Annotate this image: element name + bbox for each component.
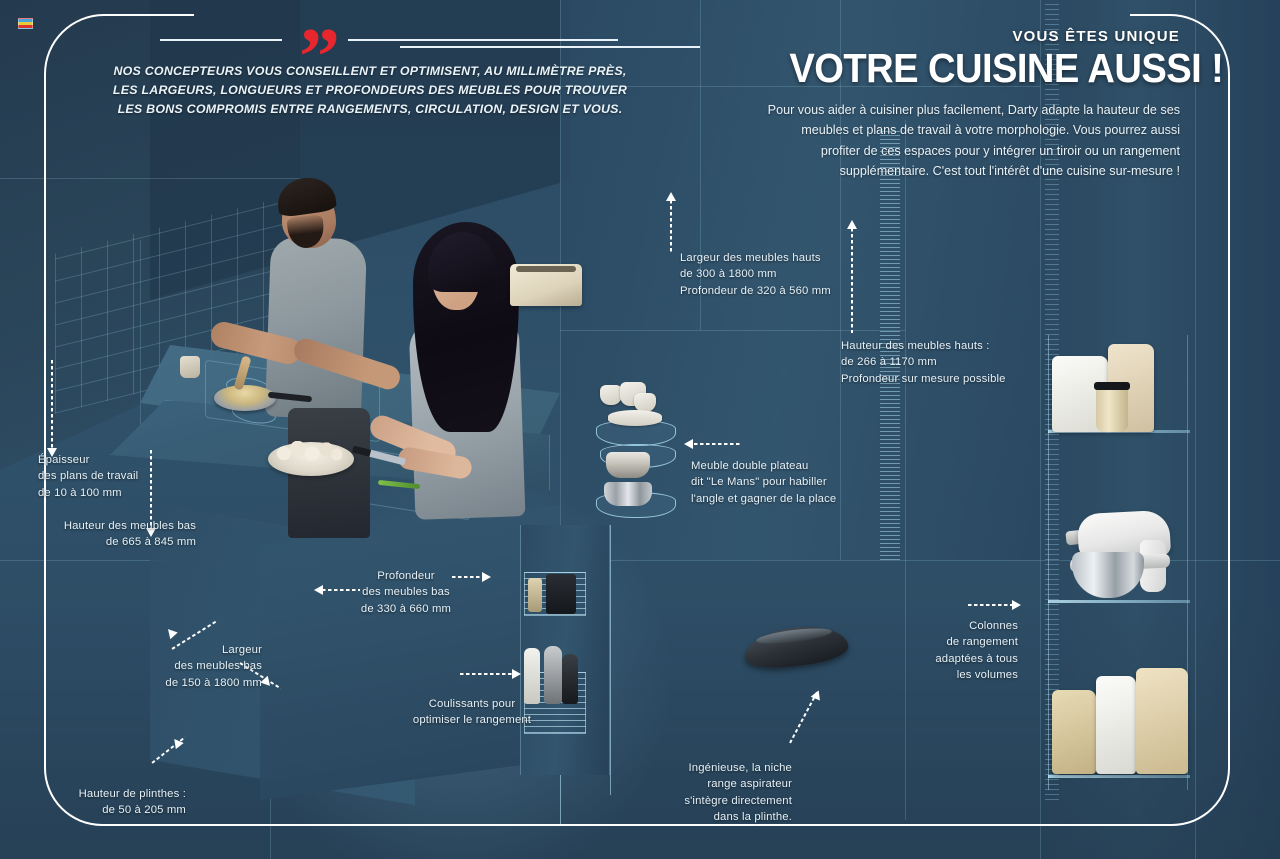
callout-hauteur-meubles-hauts: Hauteur des meubles hauts : de 266 à 117… [841,340,1006,385]
frame-edge-right [1228,130,1230,770]
mushrooms [276,440,342,462]
callout-hauteur-meubles-bas: Hauteur des meubles bas de 665 à 845 mm [63,520,196,549]
leader-arrow-largeur-hauts [666,192,676,201]
header-kicker: VOUS ÊTES UNIQUE [1012,28,1180,45]
guide-line [1195,0,1196,859]
callout-colonnes-rangement: Colonnes de rangement adaptées à tous le… [935,620,1018,682]
leader-arrow-epaisseur [47,448,57,457]
leader-line-profondeur-right [452,576,482,578]
leader-arrow-profondeur-right [482,572,491,582]
guide-line [560,560,905,561]
quote-mark-icon: ” [299,11,340,102]
woman-hair-front [428,232,498,292]
leader-line-epaisseur [51,360,53,448]
frame-edge-bottom [192,824,1082,826]
bottle [524,648,540,704]
leader-line-profondeur-left [322,589,360,591]
pantry-item [528,578,542,612]
leader-arrow-hauteur-hauts [847,220,857,229]
hatch-detail-right [880,130,900,560]
guide-line [0,178,300,179]
pasta-bag [1052,690,1096,774]
island-front-panel [260,505,560,800]
glass-jar [1096,386,1128,432]
guide-line [0,560,170,561]
salt-grinder [544,646,562,704]
cup [600,385,622,405]
leader-arrow-coulissants [512,669,521,679]
toaster-slot [516,266,576,272]
storage-column-frame [1048,335,1188,790]
pepper-grinder [562,654,578,704]
cooking-pot [606,452,650,478]
frame-corner-top-right [1130,14,1230,134]
guide-line [610,525,611,795]
guide-line [1040,0,1041,859]
guide-line [700,0,701,330]
quote-rule-left [160,39,282,41]
quote-block: ” NOS CONCEPTEURS VOUS CONSEILLENT ET OP… [110,16,630,120]
callout-epaisseur-plans-travail: Épaisseur des plans de travail de 10 à 1… [38,454,139,499]
callout-largeur-meubles-bas: Largeur des meubles bas de 150 à 1800 mm [165,644,262,689]
page-title: VOTRE CUISINE AUSSI ! [789,45,1224,91]
callout-niche-aspirateur: Ingénieuse, la niche range aspirateur s'… [684,762,792,824]
leader-line-colonnes [968,604,1012,606]
spice-jar [180,356,200,378]
guide-line [560,330,905,331]
leader-line-largeur-hauts [670,200,672,252]
quote-rules: ” [110,16,630,98]
header-body-text: Pour vous aider à cuisiner plus facileme… [767,103,1180,179]
callout-profondeur-meubles-bas: Profondeur des meubles bas de 330 à 660 … [360,570,452,615]
callout-le-mans: Meuble double plateau dit "Le Mans" pour… [691,460,837,505]
leader-arrow-lemans [684,439,693,449]
quote-rule-right [348,39,618,41]
guide-line [560,86,1040,87]
darty-logo-chip [18,18,33,29]
frame-edge-left [44,130,46,770]
leader-line-hauteur-bas [150,450,152,528]
callout-hauteur-plinthes: Hauteur de plinthes : de 50 à 205 mm [78,788,186,817]
guide-line [140,240,141,440]
leader-arrow-hauteur-bas [146,528,156,537]
header-rule [400,46,700,48]
leader-arrow-profondeur-left [314,585,323,595]
leader-line-hauteur-hauts [851,228,853,333]
pasta-bag [1136,668,1188,774]
callout-largeur-meubles-hauts: Largeur des meubles hauts de 300 à 1800 … [680,252,831,297]
header-block: VOUS ÊTES UNIQUE VOTRE CUISINE AUSSI ! P… [400,28,1224,182]
plate-stack [608,410,662,426]
steel-pot [604,482,652,506]
guide-line [840,0,841,560]
jar-lid [1094,382,1130,390]
frying-pan [214,385,276,411]
callout-coulissants: Coulissants pour optimiser le rangement [412,698,532,727]
pantry-item [546,574,576,614]
leader-line-lemans [694,443,742,445]
leader-line-coulissants [460,673,512,675]
column-shelf [1048,600,1190,603]
flour-bag [1096,676,1136,774]
leader-arrow-colonnes [1012,600,1021,610]
quote-text: NOS CONCEPTEURS VOUS CONSEILLENT ET OPTI… [112,64,628,117]
cup [634,393,656,412]
guide-line [905,120,906,820]
frame-corner-top-left [44,14,194,134]
